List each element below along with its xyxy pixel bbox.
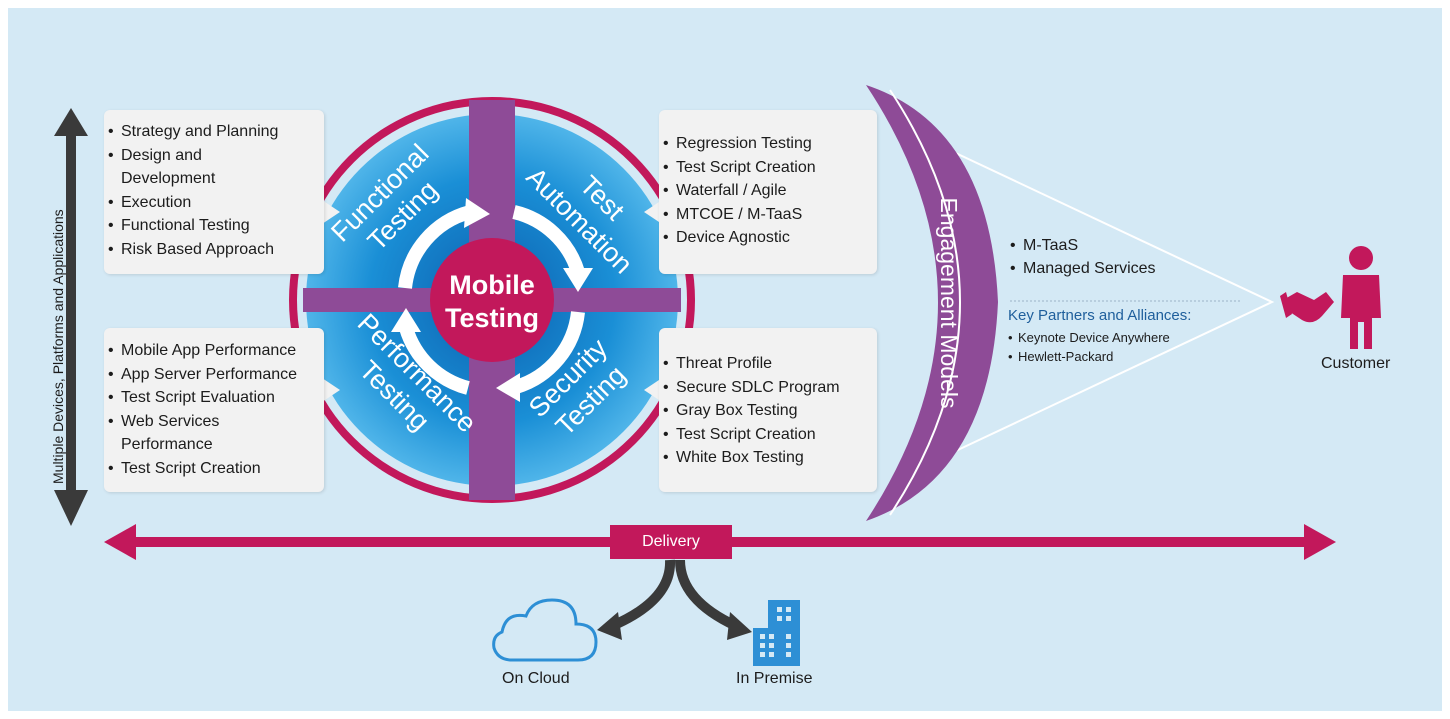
engagement-models-list: M-TaaS Managed Services xyxy=(1008,234,1156,280)
cycle-arrow-3 xyxy=(513,311,585,394)
cloud-label: On Cloud xyxy=(502,670,570,687)
cycle-arrow-1 xyxy=(398,205,472,289)
engagement-shape: Engagement Models xyxy=(866,85,1275,521)
list-item: Web Services xyxy=(104,410,324,434)
list-item: Secure SDLC Program xyxy=(659,376,877,400)
partners-title: Key Partners and Alliances: xyxy=(1008,307,1192,324)
person-icon xyxy=(1341,246,1381,349)
list-item: Risk Based Approach xyxy=(104,238,324,262)
testing-wheel: Mobile Testing Functional Testing Test A… xyxy=(289,97,695,503)
list-item: Regression Testing xyxy=(659,132,877,156)
cycle-arrow-2 xyxy=(512,205,585,275)
list-item: MTCOE / M-TaaS xyxy=(659,203,877,227)
center-label-line-2: Testing xyxy=(445,303,539,333)
engagement-label: Engagement Models xyxy=(936,198,962,409)
list-item: Device Agnostic xyxy=(659,226,877,250)
list-item: Performance xyxy=(121,436,213,453)
pointer-functional xyxy=(322,200,340,224)
list-item: Mobile App Performance xyxy=(104,339,324,363)
handshake-icon xyxy=(1280,292,1334,323)
premise-label: In Premise xyxy=(736,670,813,687)
list-item: M-TaaS xyxy=(1008,234,1156,257)
delivery-label: Delivery xyxy=(610,525,732,559)
pointer-security xyxy=(644,378,662,402)
side-label: Multiple Devices, Platforms and Applicat… xyxy=(50,209,66,484)
list-item: Functional Testing xyxy=(104,214,324,238)
cycle-arrow-4 xyxy=(399,325,470,395)
pointer-automation xyxy=(644,200,662,224)
list-item: Hewlett-Packard xyxy=(1008,347,1170,366)
list-item: Test Script Creation xyxy=(659,423,877,447)
list-item: White Box Testing xyxy=(659,446,877,470)
partners-list: Keynote Device Anywhere Hewlett-Packard xyxy=(1008,328,1170,366)
list-item: Execution xyxy=(104,191,324,215)
list-item: Keynote Device Anywhere xyxy=(1008,328,1170,347)
functional-testing-box: Strategy and Planning Design and Develop… xyxy=(104,110,324,274)
list-item: Gray Box Testing xyxy=(659,399,877,423)
pointer-performance xyxy=(322,378,340,402)
test-automation-box: Regression Testing Test Script Creation … xyxy=(659,110,877,274)
svg-text:Engagement Models: Engagement Models xyxy=(936,198,962,409)
vertical-double-arrow xyxy=(54,108,88,526)
center-circle xyxy=(430,238,554,362)
list-item: Managed Services xyxy=(1008,257,1156,280)
list-item: Waterfall / Agile xyxy=(659,179,877,203)
building-icon xyxy=(753,600,800,666)
list-item: Development xyxy=(121,170,216,187)
list-item: Design and xyxy=(104,144,324,168)
list-item: App Server Performance xyxy=(104,363,324,387)
center-label-line-1: Mobile xyxy=(449,270,535,300)
security-testing-box: Threat Profile Secure SDLC Program Gray … xyxy=(659,328,877,492)
list-item: Strategy and Planning xyxy=(104,120,324,144)
list-item: Test Script Evaluation xyxy=(104,386,324,410)
delivery-split-arrows xyxy=(597,559,752,640)
list-item: Threat Profile xyxy=(659,352,877,376)
list-item: Test Script Creation xyxy=(659,156,877,180)
customer-label: Customer xyxy=(1321,355,1391,372)
list-item: Test Script Creation xyxy=(104,457,324,481)
cloud-icon xyxy=(492,598,598,662)
performance-testing-box: Mobile App Performance App Server Perfor… xyxy=(104,328,324,492)
engagement-crescent xyxy=(866,85,998,521)
